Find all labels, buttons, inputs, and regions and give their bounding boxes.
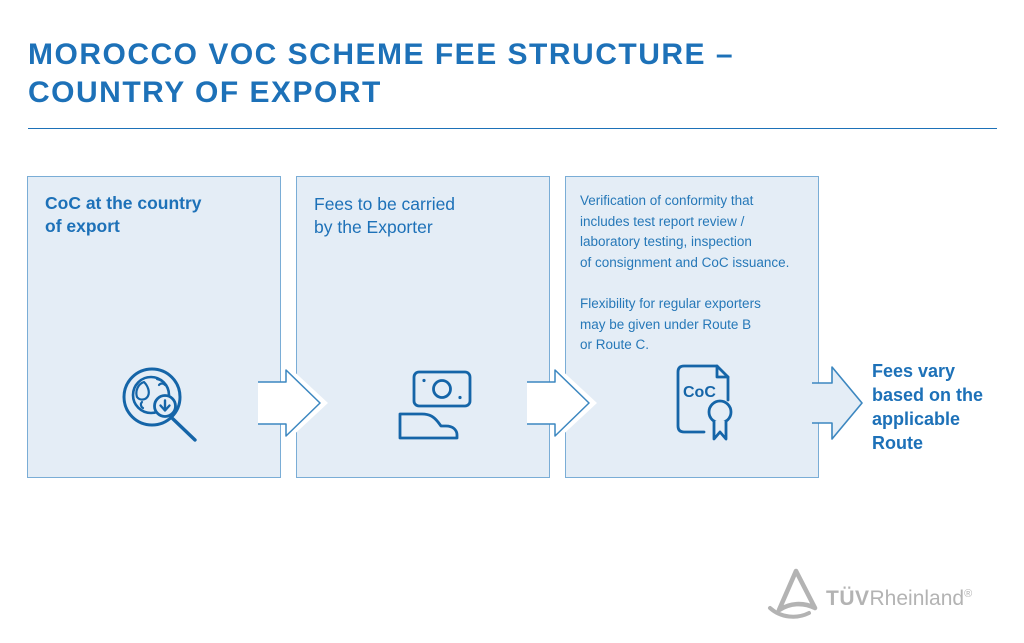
coc-certificate-icon: CoC: [676, 364, 733, 441]
banknote-in-hand-icon: [398, 370, 472, 440]
outcome-text: Fees vary based on the applicable Route: [872, 359, 1017, 455]
logo-registered-mark: ®: [964, 588, 973, 600]
flow-arrow-2-icon: [527, 364, 597, 442]
outcome-arrow-icon: [812, 366, 863, 440]
box2-text-line1: Fees to be carried: [314, 194, 456, 214]
box1-heading: CoC at the country of export: [45, 192, 268, 238]
tuv-rheinland-logo-icon: [768, 568, 818, 619]
page-title-line1: MOROCCO VOC SCHEME FEE STRUCTURE –: [28, 38, 735, 71]
box2-text: Fees to be carried by the Exporter: [314, 193, 537, 239]
page-title-line2: COUNTRY OF EXPORT: [28, 76, 382, 109]
box3-paragraph2: Flexibility for regular exporters may be…: [580, 294, 810, 356]
outcome-line4: Route: [872, 433, 923, 453]
outcome-line3: applicable: [872, 409, 961, 429]
box3-p1-line1: Verification of conformity that: [580, 193, 754, 208]
outcome-line2: based on the: [872, 385, 984, 405]
flow-arrow-1-icon: [258, 364, 328, 442]
box3-p2-line2: may be given under Route B: [580, 316, 752, 332]
title-divider: [28, 128, 997, 129]
box3-paragraph1: Verification of conformity that includes…: [580, 191, 810, 273]
coc-icon-label: CoC: [683, 384, 716, 401]
page-title: MOROCCO VOC SCHEME FEE STRUCTURE – COUNT…: [28, 36, 968, 112]
logo-rheinland: Rheinland: [869, 587, 965, 610]
box1-heading-line1: CoC at the country: [45, 193, 202, 213]
outcome-line1: Fees vary: [872, 361, 956, 381]
box3-p2-line1: Flexibility for regular exporters: [580, 296, 761, 311]
tuv-rheinland-logo-text: TÜVRheinland®: [826, 582, 972, 611]
box2-text-line2: by the Exporter: [314, 217, 433, 237]
box3-p1-line4: of consignment and CoC issuance.: [580, 254, 790, 270]
box3-p2-line3: or Route C.: [580, 337, 650, 352]
box3-p1-line2: includes test report review /: [580, 213, 745, 229]
box3-p1-line3: laboratory testing, inspection: [580, 234, 752, 249]
step-box-verification: Verification of conformity that includes…: [565, 176, 819, 478]
logo-tuv: TÜV: [826, 587, 870, 610]
box1-heading-line2: of export: [45, 216, 120, 236]
step-box-coc-country-of-export: CoC at the country of export: [27, 176, 281, 478]
globe-search-magnifier-icon: [122, 367, 197, 442]
step-box-fees-exporter: Fees to be carried by the Exporter: [296, 176, 550, 478]
